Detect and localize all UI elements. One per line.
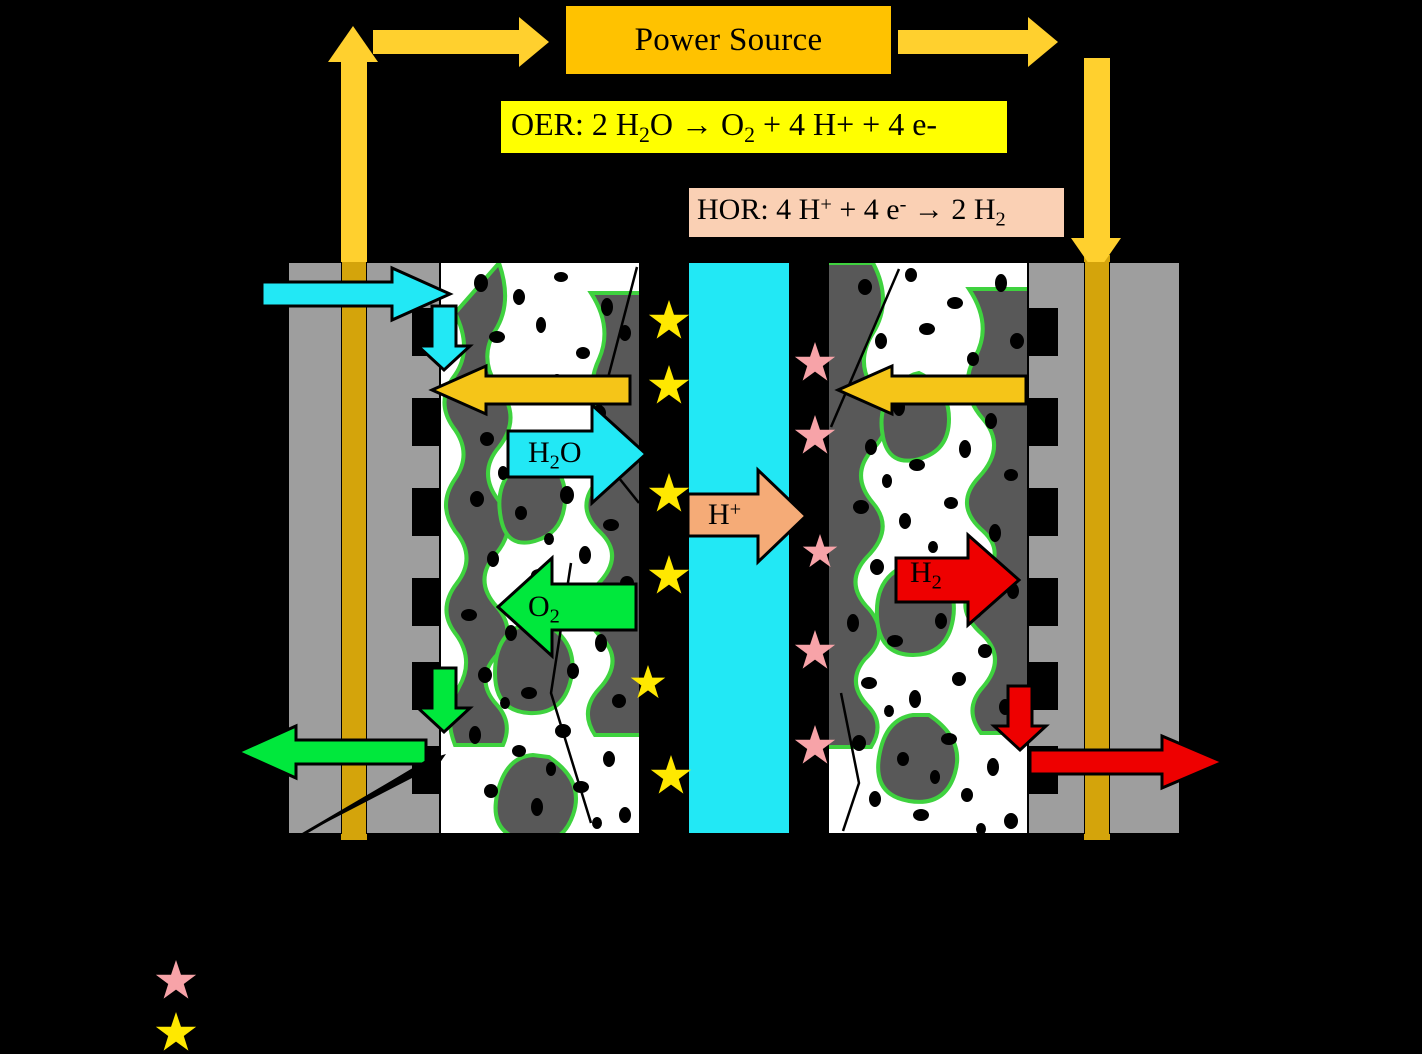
cathode-flow-channel (1028, 578, 1058, 626)
oxygen-species-arrow (495, 554, 638, 660)
yellow-star-marker (648, 300, 690, 339)
cathode-flow-channel (1028, 488, 1058, 536)
oxygen-outlet-arrow (234, 723, 428, 781)
oer-equation-text: OER: 2 H2O → O2 + 4 H+ + 4 e- (511, 106, 938, 147)
electron-arrow-anode (428, 363, 632, 417)
electron-arrow-cathode (834, 363, 1028, 417)
cathode-flow-channel (1028, 308, 1058, 356)
water-down-arrow (414, 304, 474, 373)
yellow-star-marker (650, 755, 692, 794)
legend-yellow-star-icon (155, 1012, 197, 1051)
anode-flow-channel (412, 398, 442, 446)
proton-species-arrow-label: H+ (708, 498, 742, 531)
hor-equation-box: HOR: 4 H+ + 4 e- → 2 H2 (688, 187, 1065, 238)
circuit-arrow-left-to-source (373, 17, 549, 67)
yellow-star-marker (648, 365, 690, 404)
water-species-arrow-label: H2O (528, 436, 582, 474)
hydrogen-down-arrow (990, 684, 1050, 753)
cathode-flow-channel (1028, 398, 1058, 446)
water-inlet-arrow (260, 265, 454, 323)
yellow-star-marker (648, 473, 690, 512)
power-source-box[interactable]: Power Source (565, 5, 892, 75)
electron-flow-arrow-up (328, 26, 378, 262)
anode-flow-channel (412, 488, 442, 536)
yellow-star-marker (648, 555, 690, 594)
anode-flow-channel (412, 578, 442, 626)
hor-equation-text: HOR: 4 H+ + 4 e- → 2 H2 (697, 193, 1006, 231)
hydrogen-species-arrow-label: H2 (910, 556, 942, 594)
circuit-arrow-source-to-right (898, 17, 1058, 67)
hydrogen-outlet-arrow (1028, 733, 1227, 791)
oxygen-down-arrow (414, 666, 474, 735)
cathode-plate-collector-strip (1084, 262, 1110, 834)
anode-callout-leader-line (300, 752, 446, 838)
legend-pink-star-icon (155, 960, 197, 999)
oer-equation-box: OER: 2 H2O → O2 + 4 H+ + 4 e- (500, 100, 1008, 154)
hydrogen-species-arrow (894, 531, 1022, 629)
proton-species-arrow (686, 466, 809, 566)
oxygen-species-arrow-label: O2 (528, 590, 560, 628)
electron-flow-arrow-down (1071, 58, 1121, 274)
water-species-arrow (506, 401, 649, 507)
